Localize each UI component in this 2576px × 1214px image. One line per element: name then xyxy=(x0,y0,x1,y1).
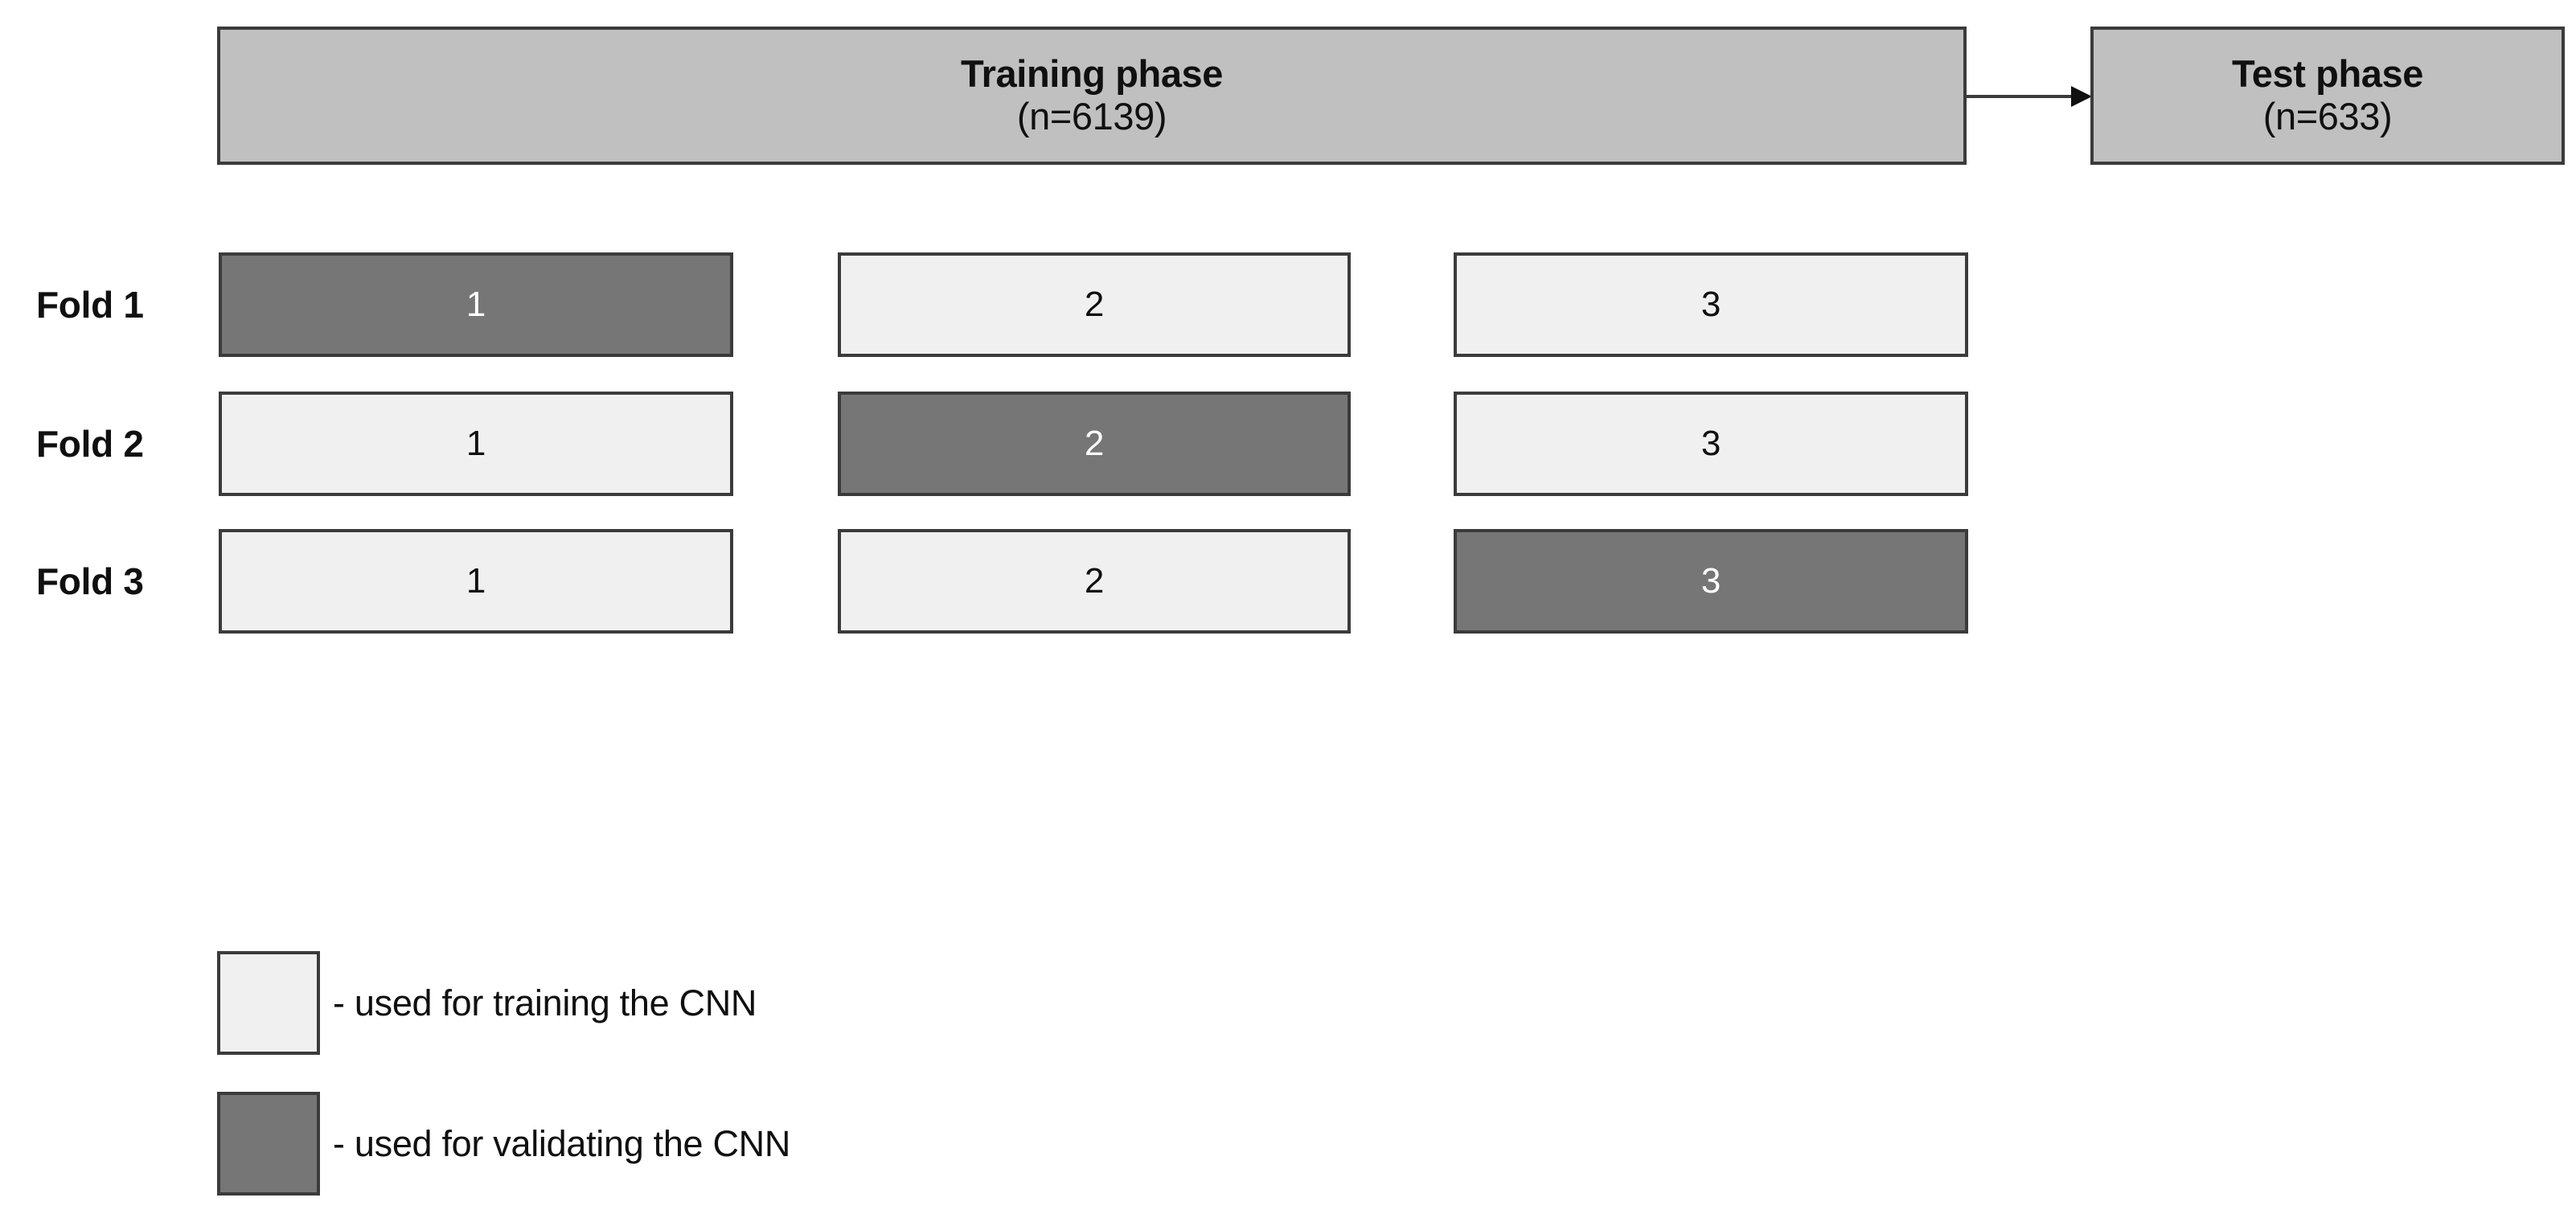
fold-1-partition-2: 2 xyxy=(838,252,1351,357)
fold-3-partition-1: 1 xyxy=(219,529,733,634)
fold-1-partition-1: 1 xyxy=(219,252,733,357)
fold-label-1: Fold 1 xyxy=(36,284,144,326)
test-phase-count: (n=633) xyxy=(2262,95,2393,137)
test-phase-title: Test phase xyxy=(2231,52,2424,96)
arrow-right-icon xyxy=(1967,84,2092,109)
fold-row: Fold 1 1 2 3 xyxy=(0,252,2576,357)
fold-2-partition-3: 3 xyxy=(1454,392,1968,496)
legend-item-training: - used for training the CNN xyxy=(0,951,2576,1056)
fold-row: Fold 2 1 2 3 xyxy=(0,392,2576,496)
fold-label-2: Fold 2 xyxy=(36,423,144,465)
fold-2-partition-2: 2 xyxy=(838,392,1351,496)
fold-3-partition-2: 2 xyxy=(838,529,1351,634)
training-phase-count: (n=6139) xyxy=(1016,95,1167,137)
training-phase-title: Training phase xyxy=(960,52,1224,96)
fold-label-3: Fold 3 xyxy=(36,560,144,602)
fold-1-partition-3: 3 xyxy=(1454,252,1968,357)
legend-swatch-training-icon xyxy=(217,951,320,1055)
legend-item-validating: - used for validating the CNN xyxy=(0,1092,2576,1196)
legend-label-training: - used for training the CNN xyxy=(333,982,757,1023)
fold-2-partition-1: 1 xyxy=(219,392,733,496)
fold-3-partition-3: 3 xyxy=(1454,529,1968,634)
training-phase-box: Training phase (n=6139) xyxy=(217,27,1967,165)
legend-label-validating: - used for validating the CNN xyxy=(333,1122,791,1164)
test-phase-box: Test phase (n=633) xyxy=(2090,27,2565,165)
legend-swatch-validating-icon xyxy=(217,1092,320,1196)
fold-row: Fold 3 1 2 3 xyxy=(0,529,2576,634)
